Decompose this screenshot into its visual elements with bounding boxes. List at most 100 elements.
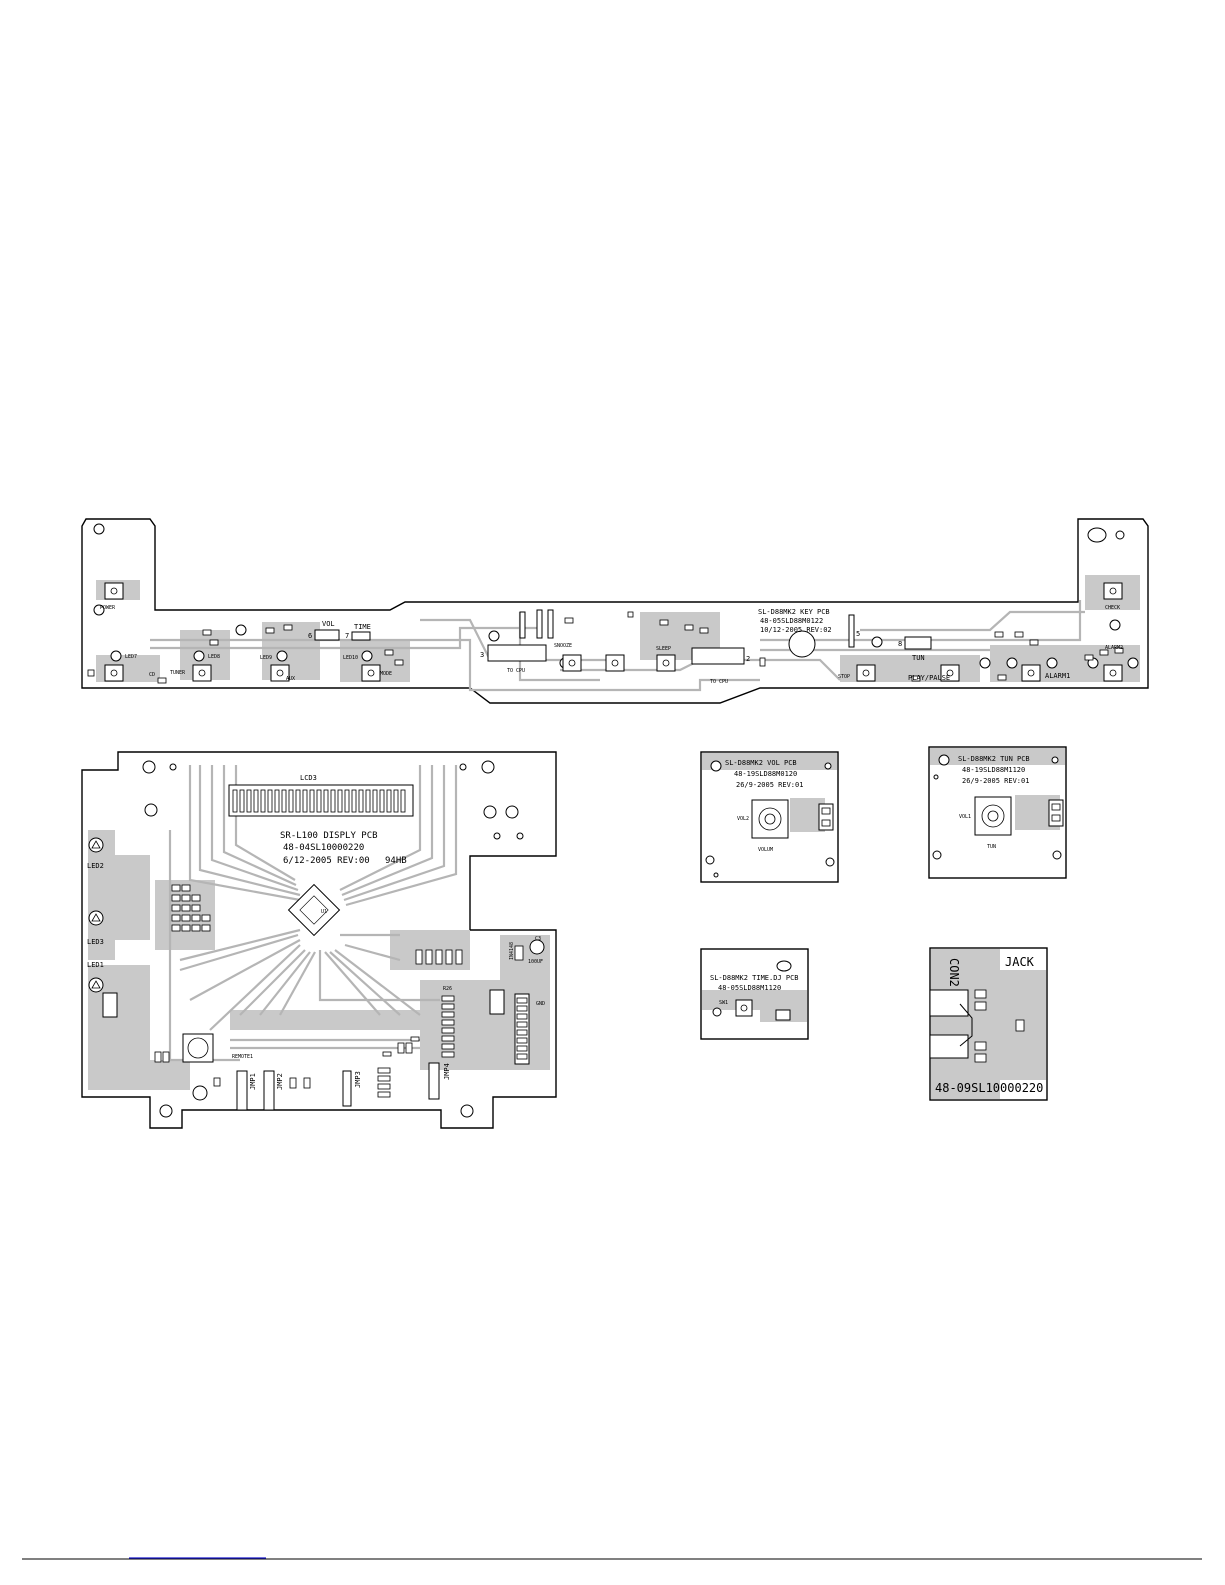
mount-hole	[871, 636, 883, 648]
lcd3-pads	[232, 789, 406, 813]
pin-8: 8	[898, 640, 902, 648]
lcd3-label: LCD3	[300, 774, 317, 782]
label-to-cpu-1: TO CPU	[507, 668, 525, 674]
mount-hole	[144, 803, 158, 817]
mount-hole	[481, 760, 495, 774]
label-tun: TUN	[912, 654, 925, 662]
label-to-cpu-2: TO CPU	[710, 679, 728, 685]
capacitor-c3	[529, 939, 545, 955]
tun-pcb-title: SL-D88MK2 TUN PCB	[958, 755, 1030, 763]
label-led10: LED10	[343, 655, 358, 661]
label-power: POWER	[100, 605, 116, 611]
pin-3: 3	[480, 651, 484, 659]
to-cpu-connector-1	[487, 644, 547, 662]
gnd-label: GND	[536, 1001, 545, 1007]
key-pcb-date: 10/12-2005 REV:02	[760, 626, 832, 634]
mount-hole	[788, 630, 816, 658]
mount-hole	[483, 805, 497, 819]
label-alarm2: ALARM2	[1105, 645, 1123, 651]
display-smd-parts	[154, 884, 524, 1098]
pin-6: 6	[308, 632, 312, 640]
label-led9: LED9	[260, 655, 272, 661]
in4148-label: IN4148	[509, 942, 515, 960]
remote1-label: REMOTE1	[232, 1054, 253, 1060]
label-time: TIME	[354, 623, 371, 631]
key-pcb: SL-D88MK2 KEY PCB 48-05SLD88M0122 10/12-…	[81, 518, 1149, 704]
mount-hole	[93, 523, 105, 535]
pin-5: 5	[856, 630, 860, 638]
tun-connector	[904, 636, 932, 650]
display-pcb-date: 6/12-2005 REV:00	[283, 856, 370, 866]
key-smd-parts	[87, 611, 1124, 684]
vol-pcb-title: SL-D88MK2 VOL PCB	[725, 759, 797, 767]
display-pad	[489, 989, 505, 1015]
time-pcb-title: SL-D88MK2 TIME.DJ PCB	[710, 974, 799, 982]
r26-label: R26	[443, 986, 452, 992]
jmp2-label: JMP2	[276, 1073, 284, 1090]
label-tuner: TUNER	[170, 670, 186, 676]
vol-pcb-date: 26/9-2005 REV:01	[736, 781, 803, 789]
u1-chip	[287, 883, 341, 937]
label-mode: MODE	[380, 671, 392, 677]
con2-label: CON2	[947, 958, 961, 987]
key-pcb-part: 48-05SLD88M0122	[760, 617, 823, 625]
tun-ref-label: VOL1	[959, 814, 971, 820]
tun-pcb: SL-D88MK2 TUN PCB 48-19SLD88M1120 26/9-2…	[928, 746, 1067, 879]
time-connector	[775, 1009, 791, 1021]
led2-label: LED2	[87, 862, 104, 870]
label-led8: LED8	[208, 654, 220, 660]
key-switches	[104, 582, 1123, 682]
jmp4-label: JMP4	[443, 1063, 451, 1080]
label-alarm1: ALARM1	[1045, 672, 1070, 680]
pin-7: 7	[345, 632, 349, 640]
mount-hole	[460, 1104, 474, 1118]
lcd-fanout-traces	[168, 765, 458, 1062]
label-vol: VOL	[322, 620, 335, 628]
mount-hole	[459, 763, 467, 771]
vol-potentiometer	[751, 799, 789, 839]
vol-pcb-part: 48-19SLD88M0120	[734, 770, 797, 778]
mount-hole	[493, 832, 501, 840]
label-sleep: SLEEP	[656, 646, 671, 652]
label-cd: CD	[149, 672, 155, 678]
mount-hole	[169, 763, 177, 771]
display-pad	[102, 992, 118, 1018]
label-check: CHECK	[1105, 605, 1120, 611]
cpu-connector	[514, 993, 530, 1065]
cpu-connector-pads	[516, 997, 528, 1060]
pin-2: 2	[746, 655, 750, 663]
mount-hole	[516, 832, 524, 840]
capacitor-47uf	[192, 1085, 208, 1101]
tun-knob-label: TUN	[987, 844, 996, 850]
jack-label: JACK	[1005, 955, 1035, 969]
label-aux: AUX	[286, 676, 295, 682]
display-pcb-title: SR-L100 DISPLY PCB	[280, 831, 378, 841]
display-pcb-part: 48-04SL10000220	[283, 843, 364, 853]
display-leds	[88, 837, 104, 993]
cap-100uf-label: 100UF	[528, 959, 543, 965]
label-play-pause: PLAY/PAUSE	[908, 674, 950, 682]
key-pcb-title: SL-D88MK2 KEY PCB	[758, 608, 830, 616]
mount-hole	[235, 624, 247, 636]
c3-label: C3	[535, 936, 541, 942]
tun-pcb-part: 48-19SLD88M1120	[962, 766, 1025, 774]
jmp2	[263, 1070, 275, 1111]
jmp1-label: JMP1	[249, 1073, 257, 1090]
label-led7: LED7	[125, 654, 137, 660]
u1-label: U1	[321, 909, 327, 915]
mount-hole	[488, 630, 500, 642]
mount-hole	[979, 657, 991, 669]
jack-pcb: JACK CON2 48-09SL10000220	[929, 947, 1048, 1101]
led1-label: LED1	[87, 961, 104, 969]
time-pcb: SL-D88MK2 TIME.DJ PCB 48-05SLD88M1120 SW…	[700, 948, 809, 1040]
mount-hole	[142, 760, 156, 774]
key-leds	[110, 650, 1139, 669]
led3-label: LED3	[87, 938, 104, 946]
mount-hole	[1087, 527, 1107, 543]
mount-hole	[93, 604, 105, 616]
time-connector	[351, 631, 371, 641]
jmp3	[342, 1070, 352, 1107]
mount-hole	[1109, 619, 1121, 631]
jmp3-label: JMP3	[354, 1071, 362, 1088]
